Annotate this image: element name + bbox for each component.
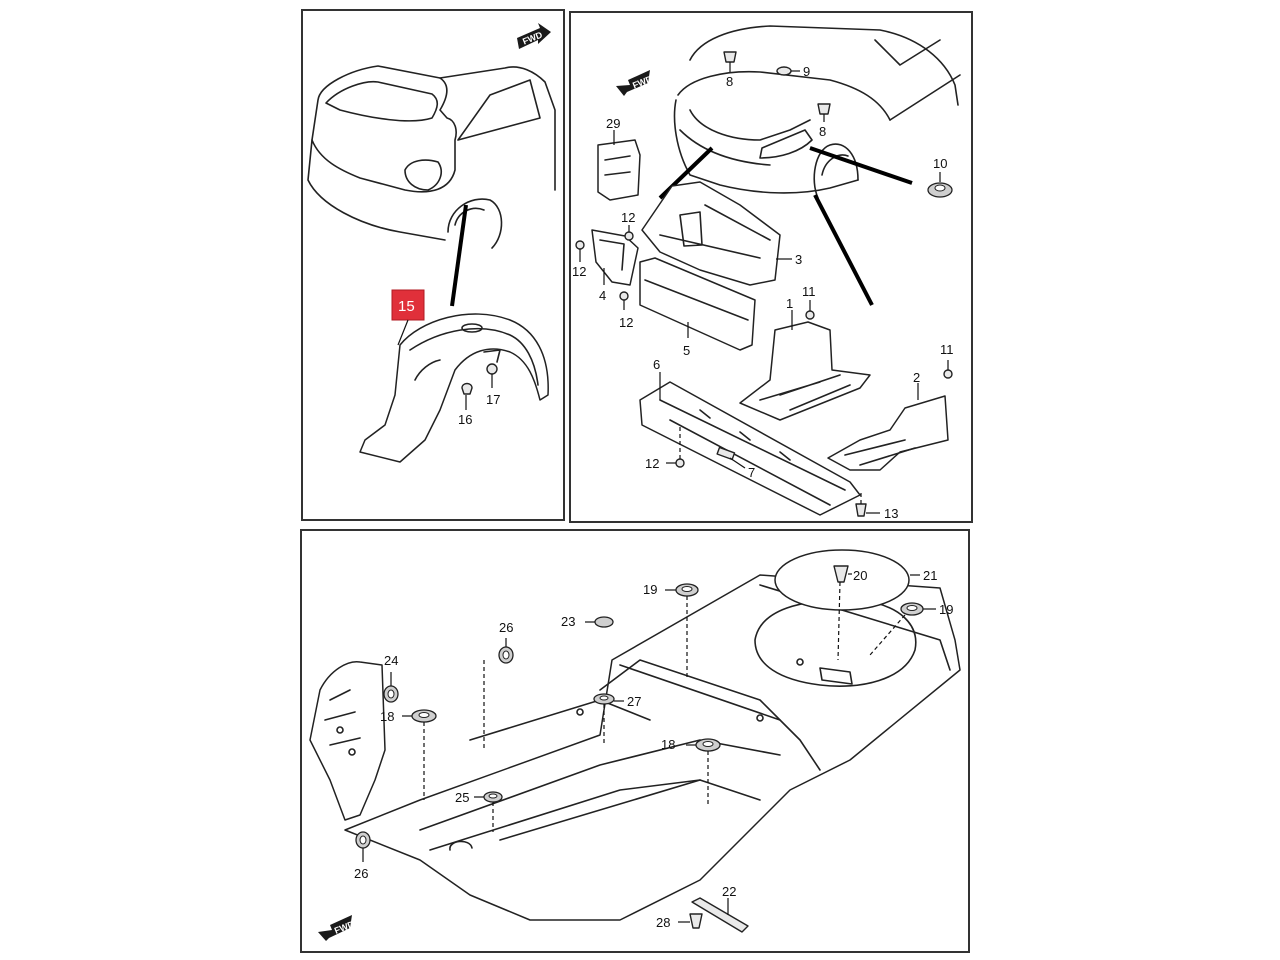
part-11-clip-b[interactable]	[943, 360, 953, 379]
part-13-bolt[interactable]	[855, 490, 880, 517]
badge-part-15[interactable]: 15	[391, 289, 425, 321]
part-7-label[interactable]	[716, 446, 746, 469]
callout-23: 23	[561, 614, 575, 629]
callout-16: 16	[458, 412, 472, 427]
callout-24: 24	[384, 653, 398, 668]
part-19-grommet-a[interactable]	[665, 583, 699, 678]
part-15-inner-fender[interactable]	[359, 313, 549, 463]
part-5-lower-bar[interactable]	[639, 257, 756, 351]
part-18-grommet-a[interactable]	[402, 709, 437, 800]
callout-17: 17	[486, 392, 500, 407]
callout-28: 28	[656, 915, 670, 930]
callout-26a: 26	[499, 620, 513, 635]
part-23-grommet[interactable]	[585, 616, 614, 628]
callout-27: 27	[627, 694, 641, 709]
part-6-skid-plate[interactable]	[639, 381, 861, 516]
part-29-bracket[interactable]	[597, 139, 641, 201]
callout-4: 4	[599, 288, 606, 303]
part-12-bolt-a[interactable]	[624, 225, 634, 241]
part-12-bolt-b[interactable]	[575, 240, 585, 262]
callout-22: 22	[722, 884, 736, 899]
part-11-clip-a[interactable]	[805, 300, 815, 320]
fwd-arrow-top-left: FWD	[517, 23, 551, 49]
callout-12a: 12	[621, 210, 635, 225]
callout-25: 25	[455, 790, 469, 805]
vehicle-front-outline	[658, 25, 961, 306]
callout-13: 13	[884, 506, 898, 521]
callout-11b: 11	[940, 342, 954, 357]
part-22-strip[interactable]	[691, 897, 749, 933]
callout-11a: 11	[802, 284, 816, 299]
callout-21: 21	[923, 568, 937, 583]
part-17-screw[interactable]	[486, 363, 498, 388]
part-16-clip[interactable]	[461, 382, 473, 395]
part-26-grommet-b[interactable]	[355, 831, 371, 862]
callout-18a: 18	[380, 709, 394, 724]
panel-top-left-frame	[301, 9, 565, 521]
callout-12d: 12	[645, 456, 659, 471]
part-12-bolt-c[interactable]	[619, 291, 629, 310]
part-8-clip-b[interactable]	[817, 103, 831, 122]
part-8-clip-a[interactable]	[723, 51, 737, 72]
callout-19a: 19	[643, 582, 657, 597]
part-19-grommet-b[interactable]	[869, 602, 936, 656]
callout-2: 2	[913, 370, 920, 385]
part-18-grommet-b[interactable]	[686, 738, 721, 805]
callout-6: 6	[653, 357, 660, 372]
part-24-grommet[interactable]	[383, 672, 399, 703]
part-10-grommet[interactable]	[927, 172, 953, 198]
callout-8b: 8	[819, 124, 826, 139]
callout-8a: 8	[726, 74, 733, 89]
badge-label: 15	[398, 298, 415, 315]
callout-12b: 12	[572, 264, 586, 279]
callout-9: 9	[803, 64, 810, 79]
part-25-grommet[interactable]	[474, 791, 503, 832]
part-2-under-cover[interactable]	[827, 395, 949, 471]
callout-29: 29	[606, 116, 620, 131]
part-9-clip[interactable]	[776, 66, 800, 76]
callout-7: 7	[748, 465, 755, 480]
part-28-clip[interactable]	[678, 913, 703, 929]
callout-3: 3	[795, 252, 802, 267]
vehicle-rear-outline	[307, 65, 556, 307]
part-3-panel[interactable]	[641, 181, 781, 286]
callout-26b: 26	[354, 866, 368, 881]
callout-20: 20	[853, 568, 867, 583]
callout-5: 5	[683, 343, 690, 358]
part-20-clamp[interactable]	[833, 565, 852, 661]
callout-1: 1	[786, 296, 793, 311]
callout-10: 10	[933, 156, 947, 171]
part-27-grommet[interactable]	[593, 693, 624, 745]
part-12-bolt-d[interactable]	[666, 425, 685, 468]
callout-18b: 18	[661, 737, 675, 752]
part-1-under-cover[interactable]	[739, 321, 871, 421]
part-26-grommet-a[interactable]	[483, 638, 514, 748]
callout-12c: 12	[619, 315, 633, 330]
callout-19b: 19	[939, 602, 953, 617]
side-pillar	[309, 661, 386, 821]
